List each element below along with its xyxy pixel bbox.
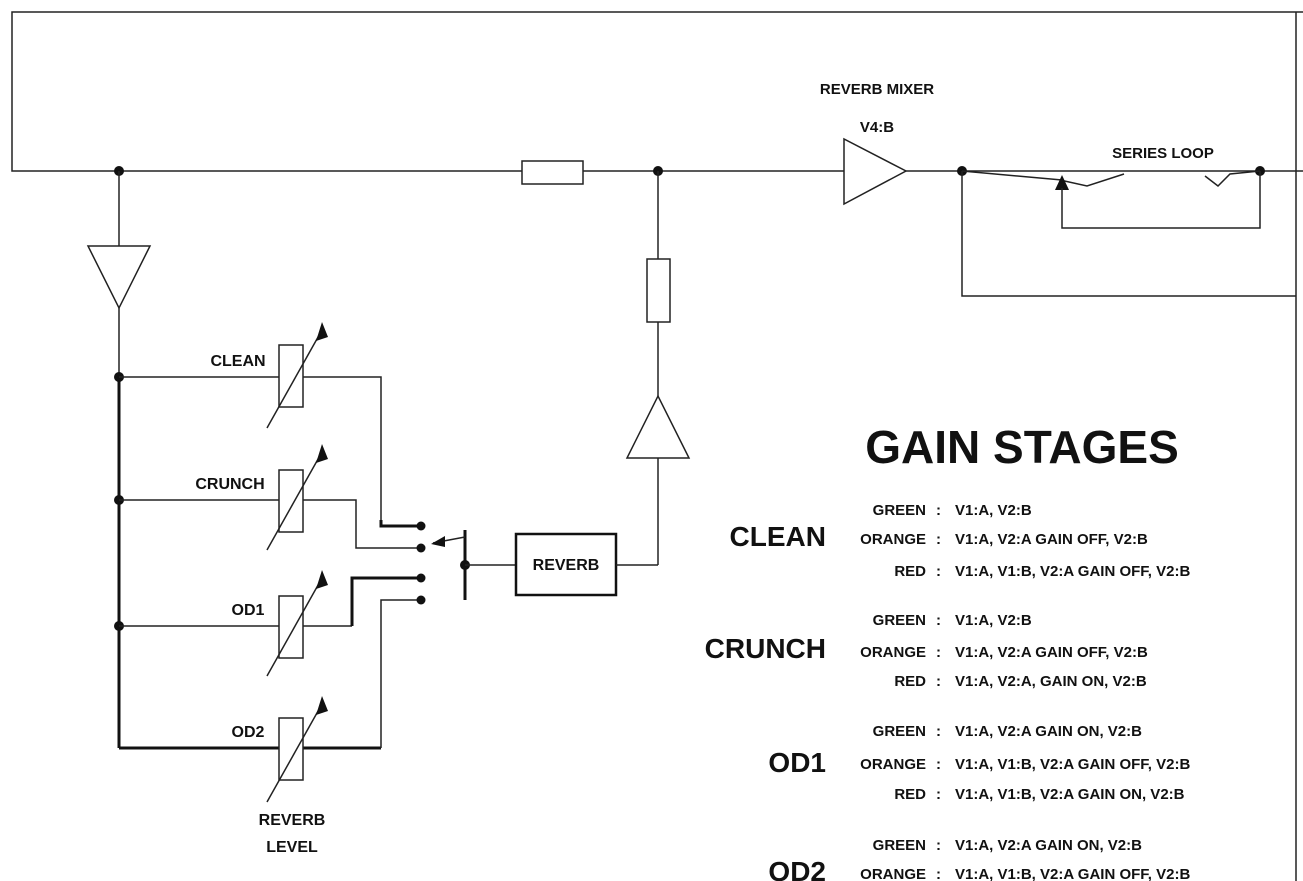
clean-reverb-pot	[119, 322, 382, 520]
reverb-tank-box	[514, 532, 618, 597]
stage-color: GREEN	[873, 502, 926, 519]
stage-color: RED	[894, 673, 926, 690]
stage-tubes: V1:A, V1:B, V2:A GAIN OFF, V2:B	[955, 563, 1190, 580]
stage-sep: :	[936, 673, 941, 690]
reverb-level-label-line2: LEVEL	[266, 839, 318, 856]
stage-sep: :	[936, 866, 941, 881]
reverb-mixer-tube-label: V4:B	[860, 119, 894, 136]
stage-tubes: V1:A, V1:B, V2:A GAIN OFF, V2:B	[955, 756, 1190, 773]
stage-tubes: V1:A, V2:A GAIN ON, V2:B	[955, 837, 1142, 854]
stage-tubes: V1:A, V2:A, GAIN ON, V2:B	[955, 673, 1147, 690]
gain-stages-title: GAIN STAGES	[865, 421, 1179, 473]
od1-pot-label: OD1	[232, 602, 265, 619]
stage-sep: :	[936, 644, 941, 661]
stage-color: GREEN	[873, 612, 926, 629]
stage-sep: :	[936, 756, 941, 773]
gain-stages-od1: OD1 GREEN : V1:A, V2:A GAIN ON, V2:B ORA…	[768, 723, 1190, 803]
stage-sep: :	[936, 837, 941, 854]
stage-color: GREEN	[873, 837, 926, 854]
mode-name: CLEAN	[730, 521, 826, 552]
mode-name: OD1	[768, 747, 826, 778]
reverb-level-label-line1: REVERB	[259, 812, 326, 829]
stage-color: ORANGE	[860, 756, 926, 773]
gain-stages-od2: OD2 GREEN : V1:A, V2:A GAIN ON, V2:B ORA…	[768, 837, 1190, 881]
stage-sep: :	[936, 723, 941, 740]
selector-contact	[416, 543, 426, 553]
reverb-mixer-label: REVERB MIXER	[820, 81, 934, 98]
main-line-resistor	[521, 160, 584, 185]
od2-reverb-pot	[266, 599, 421, 803]
stage-color: ORANGE	[860, 866, 926, 881]
clean-pot-label: CLEAN	[210, 353, 265, 370]
stage-tubes: V1:A, V2:A GAIN OFF, V2:B	[955, 644, 1148, 661]
mode-name: CRUNCH	[705, 633, 826, 664]
stage-sep: :	[936, 563, 941, 580]
reverb-driver-amplifier	[86, 245, 152, 310]
reverb-return-resistor	[646, 258, 671, 323]
gain-stages-crunch: CRUNCH GREEN : V1:A, V2:B ORANGE : V1:A,…	[705, 612, 1148, 690]
stage-tubes: V1:A, V2:A GAIN OFF, V2:B	[955, 531, 1148, 548]
series-loop-label: SERIES LOOP	[1112, 145, 1214, 162]
stage-tubes: V1:A, V1:B, V2:A GAIN ON, V2:B	[955, 786, 1185, 803]
series-loop-switch	[961, 170, 1296, 297]
stage-sep: :	[936, 502, 941, 519]
stage-color: ORANGE	[860, 531, 926, 548]
stage-tubes: V1:A, V2:A GAIN ON, V2:B	[955, 723, 1142, 740]
reverb-mixer-amplifier	[843, 137, 908, 206]
reverb-selector-switch	[350, 520, 516, 626]
series-loop-arrow	[1055, 175, 1069, 190]
selector-contact	[416, 521, 426, 531]
od2-pot-label: OD2	[232, 724, 265, 741]
stage-color: RED	[894, 786, 926, 803]
stage-color: ORANGE	[860, 644, 926, 661]
crunch-reverb-pot	[119, 444, 421, 551]
stage-sep: :	[936, 612, 941, 629]
mode-name: OD2	[768, 856, 826, 881]
reverb-tank-label: REVERB	[533, 557, 600, 574]
stage-color: GREEN	[873, 723, 926, 740]
stage-color: RED	[894, 563, 926, 580]
crunch-pot-label: CRUNCH	[195, 476, 264, 493]
reverb-recovery-amplifier	[625, 394, 691, 459]
selector-contact	[416, 595, 426, 605]
stage-sep: :	[936, 786, 941, 803]
stage-tubes: V1:A, V2:B	[955, 612, 1032, 629]
gain-stages-clean: CLEAN GREEN : V1:A, V2:B ORANGE : V1:A, …	[730, 502, 1191, 580]
selector-contact	[416, 573, 426, 583]
stage-tubes: V1:A, V1:B, V2:A GAIN OFF, V2:B	[955, 866, 1190, 881]
stage-sep: :	[936, 531, 941, 548]
od1-reverb-pot	[119, 570, 352, 677]
stage-tubes: V1:A, V2:B	[955, 502, 1032, 519]
